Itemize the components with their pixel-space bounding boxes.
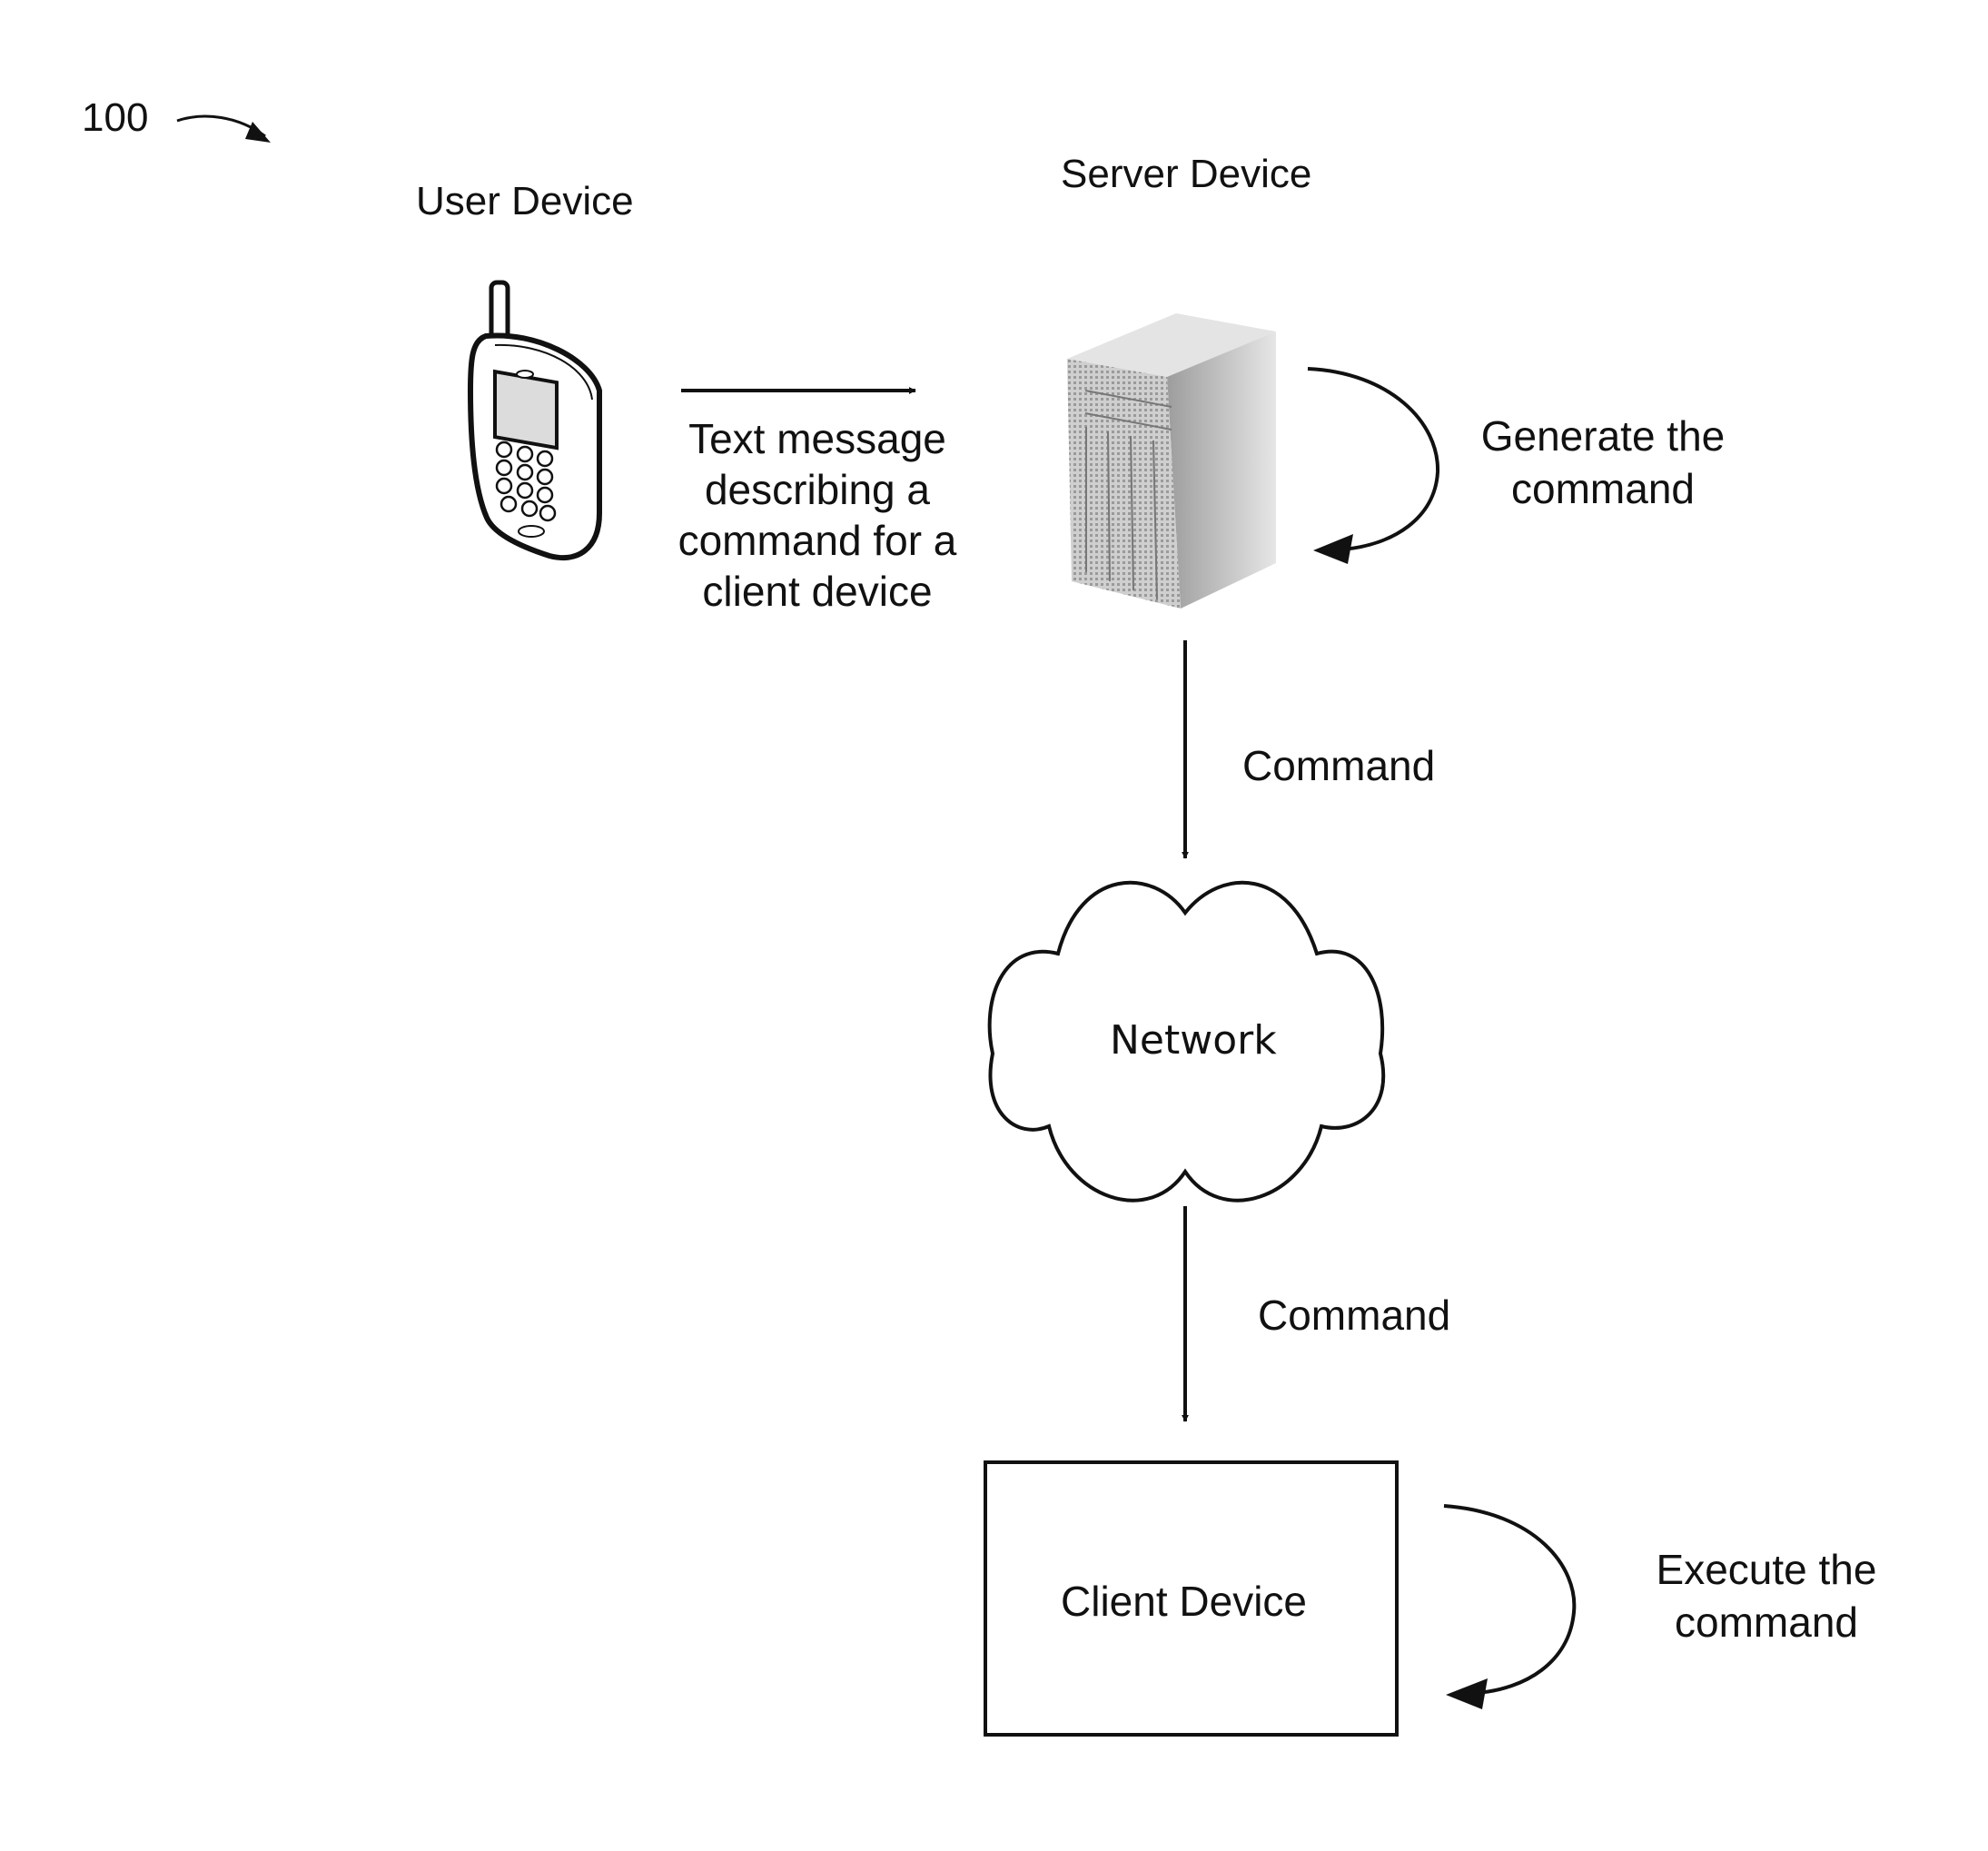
generate-command-line: command (1453, 463, 1753, 516)
server-device-label: Server Device (1061, 154, 1311, 194)
execute-loop-arrow (1444, 1506, 1574, 1709)
generate-command-line: Generate the (1453, 411, 1753, 463)
text-message-label: Text message describing a command for a … (645, 413, 990, 617)
ref-arrow (177, 116, 271, 143)
text-message-line: Text message (645, 413, 990, 464)
client-device-label: Client Device (1061, 1580, 1307, 1622)
mobile-phone-icon (470, 282, 599, 558)
execute-command-label: Execute the command (1626, 1544, 1907, 1648)
server-to-network-command-label: Command (1242, 745, 1435, 787)
text-message-line: describing a (645, 464, 990, 515)
user-device-label: User Device (416, 182, 634, 222)
figure-ref-number: 100 (82, 98, 148, 138)
network-to-client-command-label: Command (1258, 1294, 1450, 1336)
execute-command-line: command (1626, 1597, 1907, 1649)
execute-command-line: Execute the (1626, 1544, 1907, 1597)
text-message-line: command for a (645, 515, 990, 566)
server-tower-icon (1067, 313, 1276, 609)
generate-loop-arrow (1308, 369, 1438, 564)
network-label: Network (1110, 1021, 1277, 1061)
text-message-line: client device (645, 566, 990, 617)
generate-command-label: Generate the command (1453, 411, 1753, 515)
